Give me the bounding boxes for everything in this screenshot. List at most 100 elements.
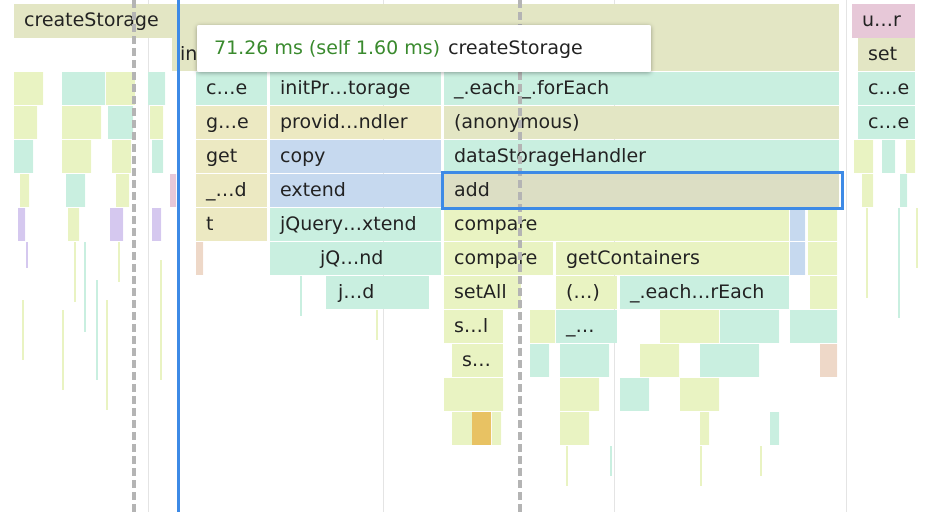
frame-u[interactable]: _… bbox=[556, 310, 618, 343]
flame-bar[interactable] bbox=[560, 344, 610, 377]
frame-dataStorageHandler[interactable]: dataStorageHandler bbox=[444, 140, 840, 173]
flame-bar[interactable] bbox=[14, 140, 34, 173]
frame-provideHandler[interactable]: provid…ndler bbox=[270, 106, 442, 139]
frame-label: j…d bbox=[338, 281, 375, 303]
frame-each-forEach[interactable]: _.each._.forEach bbox=[444, 72, 840, 105]
tooltip-timing: 71.26 ms (self 1.60 ms) bbox=[214, 37, 441, 59]
frame-g-e[interactable]: g…e bbox=[196, 106, 268, 139]
flame-bar[interactable] bbox=[14, 106, 38, 139]
frame-extend[interactable]: extend bbox=[270, 174, 442, 207]
flame-bar[interactable] bbox=[790, 310, 838, 343]
flame-bar[interactable] bbox=[68, 208, 80, 241]
flame-bar[interactable] bbox=[18, 208, 26, 241]
frame-add[interactable]: add bbox=[444, 174, 840, 207]
frame-set[interactable]: set bbox=[858, 38, 916, 71]
flame-bar[interactable] bbox=[560, 412, 590, 445]
frame-u-r[interactable]: u…r bbox=[852, 4, 916, 38]
frame-t[interactable]: t bbox=[196, 208, 268, 241]
flame-bar[interactable] bbox=[560, 378, 600, 411]
flame-bar[interactable] bbox=[196, 242, 204, 275]
flame-bar[interactable] bbox=[808, 242, 838, 275]
frame-jQnd[interactable]: jQ…nd bbox=[270, 242, 442, 275]
frame-label: s… bbox=[462, 349, 491, 371]
frame-get[interactable]: get bbox=[196, 140, 268, 173]
flame-bar[interactable] bbox=[820, 344, 838, 377]
flame-bar[interactable] bbox=[882, 140, 896, 173]
flame-bar[interactable] bbox=[14, 72, 44, 105]
flame-bar bbox=[96, 280, 98, 380]
frame-label: set bbox=[868, 43, 898, 65]
flame-bar[interactable] bbox=[530, 310, 556, 343]
flame-bar bbox=[62, 310, 64, 390]
flame-bar[interactable] bbox=[62, 140, 92, 173]
flame-bar[interactable] bbox=[700, 412, 710, 445]
frame-label: getContainers bbox=[566, 247, 700, 269]
frame-s[interactable]: s… bbox=[452, 344, 504, 377]
flame-bar[interactable] bbox=[810, 276, 838, 309]
frame-label: _.each._.forEach bbox=[454, 77, 610, 99]
frame-label: initPr…torage bbox=[280, 77, 411, 99]
frame-label: c…e bbox=[868, 77, 910, 99]
flame-bar[interactable] bbox=[112, 140, 132, 173]
frame-d[interactable]: _…d bbox=[196, 174, 268, 207]
frame-copy[interactable]: copy bbox=[270, 140, 442, 173]
frame-tooltip: 71.26 ms (self 1.60 ms)createStorage bbox=[197, 25, 651, 72]
flame-bar[interactable] bbox=[906, 140, 916, 173]
flame-bar bbox=[610, 446, 612, 476]
flame-bar[interactable] bbox=[862, 174, 874, 207]
flame-bar[interactable] bbox=[150, 106, 164, 139]
flame-bar[interactable] bbox=[700, 344, 760, 377]
flame-bar[interactable] bbox=[62, 72, 106, 105]
frame-label: _.each…rEach bbox=[630, 281, 765, 303]
flame-bar[interactable] bbox=[790, 208, 806, 241]
frame-c-e-right[interactable]: c…e bbox=[858, 72, 916, 105]
flame-bar[interactable] bbox=[660, 310, 720, 343]
frame-compare-2[interactable]: compare bbox=[444, 242, 554, 275]
flame-bar[interactable] bbox=[900, 174, 908, 207]
flame-bar[interactable] bbox=[790, 242, 806, 275]
frame-jQueryExtend[interactable]: jQuery…xtend bbox=[270, 208, 442, 241]
frame-getContainers[interactable]: getContainers bbox=[556, 242, 790, 275]
flame-bar bbox=[700, 446, 702, 486]
flame-bar[interactable] bbox=[170, 174, 177, 207]
frame-initPrivateStorage[interactable]: initPr…torage bbox=[270, 72, 442, 105]
flame-bar[interactable] bbox=[444, 378, 504, 411]
frame-setAll[interactable]: setAll bbox=[444, 276, 522, 309]
flame-bar bbox=[26, 242, 28, 268]
frame-each-forEach-2[interactable]: _.each…rEach bbox=[620, 276, 790, 309]
flame-bar[interactable] bbox=[640, 344, 680, 377]
frame-label: t bbox=[206, 213, 214, 235]
frame-jd[interactable]: j…d bbox=[326, 276, 430, 309]
flame-bar bbox=[898, 208, 900, 318]
flame-bar[interactable] bbox=[152, 140, 164, 173]
flame-bar[interactable] bbox=[20, 174, 30, 207]
flame-bar[interactable] bbox=[116, 174, 130, 207]
flame-bar[interactable] bbox=[472, 412, 492, 445]
flame-bar[interactable] bbox=[770, 412, 780, 445]
flame-bar[interactable] bbox=[148, 72, 166, 105]
flame-bar[interactable] bbox=[854, 140, 874, 173]
frame-compare[interactable]: compare bbox=[444, 208, 790, 241]
flame-bar[interactable] bbox=[530, 344, 550, 377]
flame-bar[interactable] bbox=[66, 174, 86, 207]
flame-bar[interactable] bbox=[680, 378, 720, 411]
flame-bar[interactable] bbox=[108, 106, 134, 139]
flame-bar bbox=[160, 260, 162, 380]
frame-anonymous[interactable]: (anonymous) bbox=[444, 106, 840, 139]
flame-bar bbox=[760, 446, 762, 476]
frame-label: createStorage bbox=[24, 9, 159, 31]
flame-bar[interactable] bbox=[62, 106, 102, 139]
frame-s-l[interactable]: s…l bbox=[444, 310, 504, 343]
flame-bar[interactable] bbox=[620, 378, 650, 411]
flame-bar[interactable] bbox=[110, 208, 124, 241]
frame-c-e[interactable]: c…e bbox=[196, 72, 268, 105]
frame-label: (…) bbox=[566, 281, 600, 303]
grid-line bbox=[148, 0, 149, 512]
flame-bar[interactable] bbox=[808, 208, 838, 241]
flame-bar[interactable] bbox=[152, 208, 162, 241]
flame-bar[interactable] bbox=[720, 310, 780, 343]
frame-c-e-right-2[interactable]: c…e bbox=[858, 106, 916, 139]
flame-bar bbox=[376, 310, 378, 340]
frame-paren[interactable]: (…) bbox=[556, 276, 618, 309]
